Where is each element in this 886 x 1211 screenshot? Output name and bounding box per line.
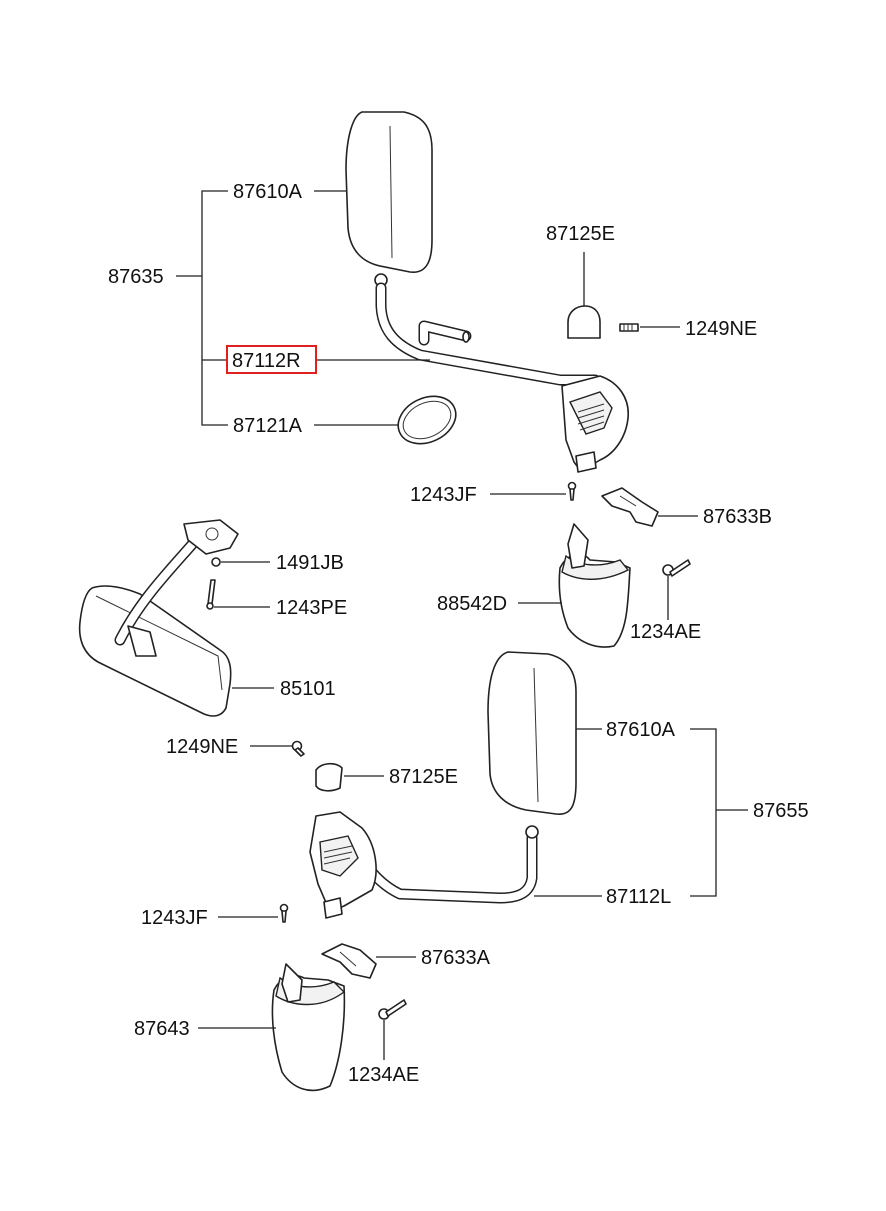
group-bracket-right (176, 190, 430, 426)
label-85101: 85101 (280, 678, 336, 700)
label-87121a: 87121A (233, 415, 303, 437)
cap-upper (567, 305, 601, 339)
label-87610a-upper: 87610A (233, 181, 303, 203)
bolt-lower (279, 903, 289, 923)
leaders-upper (490, 252, 698, 620)
label-87655: 87655 (753, 800, 809, 822)
label-87643: 87643 (134, 1018, 190, 1040)
group-bracket-left (198, 728, 748, 1060)
mirror-head-upper (345, 111, 433, 273)
bolt-inside (206, 579, 216, 610)
screw-upper (619, 323, 639, 332)
nut-inside (211, 557, 221, 567)
cover-lower (271, 963, 346, 1092)
bolt-upper (567, 481, 577, 501)
mirror-head-lower (487, 651, 577, 815)
label-1243jf-lower: 1243JF (141, 907, 208, 929)
label-87635: 87635 (108, 266, 164, 288)
label-1243jf-upper: 1243JF (410, 484, 477, 506)
label-87610a-lower: 87610A (606, 719, 676, 741)
mirror-base-upper (561, 375, 629, 473)
label-1249ne-lower: 1249NE (166, 736, 238, 758)
bracket-upper (601, 487, 659, 527)
cap-lower (315, 762, 343, 792)
screw-lower (291, 740, 305, 757)
leaders-inside (214, 561, 274, 689)
label-87112l: 87112L (606, 886, 671, 908)
label-1491jb: 1491JB (276, 552, 344, 574)
label-87112r: 87112R (232, 350, 301, 372)
highlight-box (226, 345, 317, 374)
cover-upper (558, 523, 631, 648)
inside-mirror (78, 519, 239, 717)
label-87125e-upper: 87125E (546, 223, 615, 245)
label-1234ae-lower: 1234AE (348, 1064, 419, 1086)
mirror-arm-right (374, 273, 601, 386)
bracket-lower (321, 943, 377, 979)
label-87633a: 87633A (421, 947, 491, 969)
label-1249ne-upper: 1249NE (685, 318, 757, 340)
mirror-glass (397, 395, 457, 445)
mirror-base-lower (309, 811, 377, 919)
screw-cover-upper (662, 559, 691, 577)
label-87125e-lower: 87125E (389, 766, 458, 788)
label-1243pe: 1243PE (276, 597, 347, 619)
label-1234ae-upper: 1234AE (630, 621, 701, 643)
screw-cover-lower (378, 999, 407, 1020)
label-87633b: 87633B (703, 506, 772, 528)
label-88542d: 88542D (437, 593, 507, 615)
